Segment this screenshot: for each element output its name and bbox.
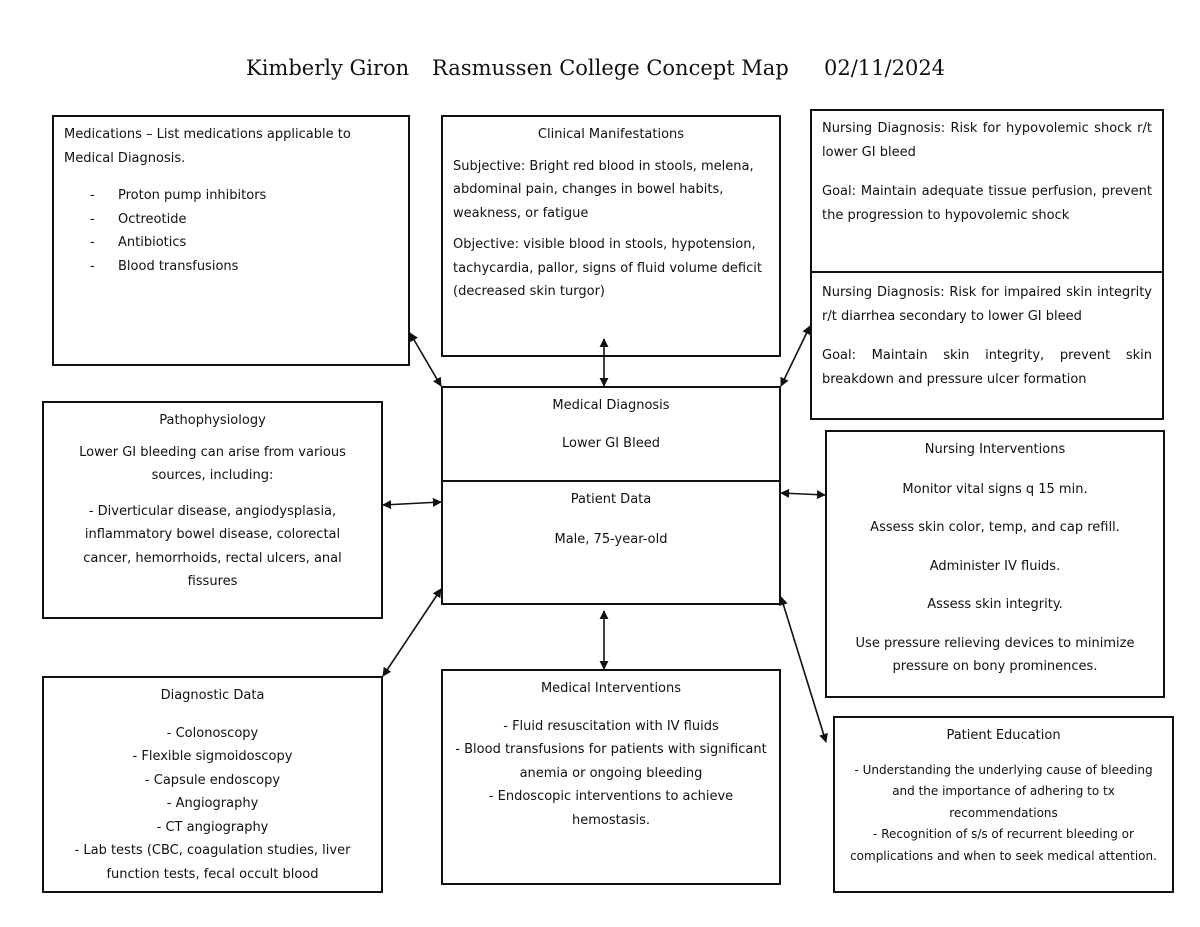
medical-diagnosis-value: Lower GI Bleed <box>562 435 660 451</box>
diagnostic-item: Angiography <box>58 792 367 816</box>
diagnostic-item: Lab tests (CBC, coagulation studies, liv… <box>58 839 367 886</box>
diagnostic-item: CT angiography <box>58 816 367 840</box>
diagnostic-data-box: Diagnostic Data Colonoscopy Flexible sig… <box>42 676 383 893</box>
nursing-intervention-item: Monitor vital signs q 15 min. <box>902 481 1088 497</box>
clinical-objective: Objective: visible blood in stools, hypo… <box>453 237 762 299</box>
arrow-nursing-interventions-patient <box>780 488 826 500</box>
medications-box: Medications – List medications applicabl… <box>52 115 410 366</box>
nursing-goal-2: Goal: Maintain skin integrity, prevent s… <box>822 348 1152 387</box>
medications-heading-line1: Medications – List medications applicabl… <box>64 127 351 142</box>
patient-data-box: Patient Data Male, 75-year-old <box>441 480 781 605</box>
nursing-interventions-heading: Nursing Interventions <box>924 442 1066 457</box>
nursing-intervention-item: Assess skin color, temp, and cap refill. <box>870 520 1120 535</box>
nursing-diagnosis-2: Nursing Diagnosis: Risk for impaired ski… <box>822 285 1152 324</box>
diagnostic-item: Colonoscopy <box>58 722 367 746</box>
clinical-subjective: Subjective: Bright red blood in stools, … <box>453 158 754 221</box>
nursing-interventions-box: Nursing Interventions Monitor vital sign… <box>825 430 1165 698</box>
medical-intervention-item: Blood transfusions for patients with sig… <box>455 738 767 785</box>
medical-diagnosis-box: Medical Diagnosis Lower GI Bleed <box>441 386 781 482</box>
arrow-medications-diagnosis <box>409 332 442 387</box>
diagnostic-item: Capsule endoscopy <box>58 769 367 793</box>
medical-interventions-box: Medical Interventions Fluid resuscitatio… <box>441 669 781 885</box>
diagnostic-item: Flexible sigmoidoscopy <box>58 745 367 769</box>
pathophysiology-intro: Lower GI bleeding can arise from various… <box>79 444 346 484</box>
patient-education-item: Understanding the underlying cause of bl… <box>849 760 1158 825</box>
nursing-diagnosis-1: Nursing Diagnosis: Risk for hypovolemic … <box>822 121 1152 160</box>
pathophysiology-box: Pathophysiology Lower GI bleeding can ar… <box>42 401 383 619</box>
medications-heading-line2: Medical Diagnosis. <box>64 150 186 166</box>
arrow-diagnostic-patient <box>382 588 442 677</box>
pathophysiology-list: Diverticular disease, angiodysplasia, in… <box>62 500 363 594</box>
medical-intervention-item: Fluid resuscitation with IV fluids <box>455 715 767 739</box>
nursing-intervention-item: Use pressure relieving devices to minimi… <box>855 635 1135 675</box>
diagnostic-list: Colonoscopy Flexible sigmoidoscopy Capsu… <box>58 722 367 887</box>
nursing-intervention-item: Assess skin integrity. <box>927 597 1063 612</box>
medication-item: Octreotide <box>64 208 398 232</box>
nursing-goal-1: Goal: Maintain adequate tissue perfusion… <box>822 184 1152 223</box>
patient-data-value: Male, 75-year-old <box>554 531 668 547</box>
arrow-pathophysiology-patient <box>382 497 442 510</box>
patient-education-heading: Patient Education <box>946 728 1061 743</box>
medications-list: Proton pump inhibitors Octreotide Antibi… <box>64 184 398 278</box>
pathophysiology-item: Diverticular disease, angiodysplasia, in… <box>62 500 363 594</box>
medical-intervention-item: Endoscopic interventions to achieve hemo… <box>455 785 767 832</box>
patient-education-box: Patient Education Understanding the unde… <box>833 716 1174 893</box>
patient-education-list: Understanding the underlying cause of bl… <box>849 760 1158 868</box>
clinical-manifestations-box: Clinical Manifestations Subjective: Brig… <box>441 115 781 357</box>
nursing-intervention-item: Administer IV fluids. <box>929 558 1061 574</box>
medical-interventions-list: Fluid resuscitation with IV fluids Blood… <box>455 715 767 833</box>
map-title: Rasmussen College Concept Map <box>432 56 789 80</box>
patient-education-item: Recognition of s/s of recurrent bleeding… <box>849 824 1158 867</box>
nursing-diagnosis-2-box: Nursing Diagnosis: Risk for impaired ski… <box>810 271 1164 420</box>
arrow-nursing-diagnosis <box>780 325 811 387</box>
medication-item: Blood transfusions <box>64 255 398 279</box>
medical-diagnosis-heading: Medical Diagnosis <box>552 398 670 413</box>
diagnostic-heading: Diagnostic Data <box>160 688 265 703</box>
nursing-diagnosis-1-box: Nursing Diagnosis: Risk for hypovolemic … <box>810 109 1164 273</box>
map-date: 02/11/2024 <box>824 56 946 80</box>
arrow-patient-education <box>779 596 828 743</box>
student-name: Kimberly Giron <box>246 56 410 80</box>
medication-item: Antibiotics <box>64 231 398 255</box>
clinical-heading: Clinical Manifestations <box>537 127 685 142</box>
patient-data-heading: Patient Data <box>570 492 652 507</box>
medication-item: Proton pump inhibitors <box>64 184 398 208</box>
medical-interventions-heading: Medical Interventions <box>540 681 682 696</box>
pathophysiology-heading: Pathophysiology <box>159 413 266 428</box>
